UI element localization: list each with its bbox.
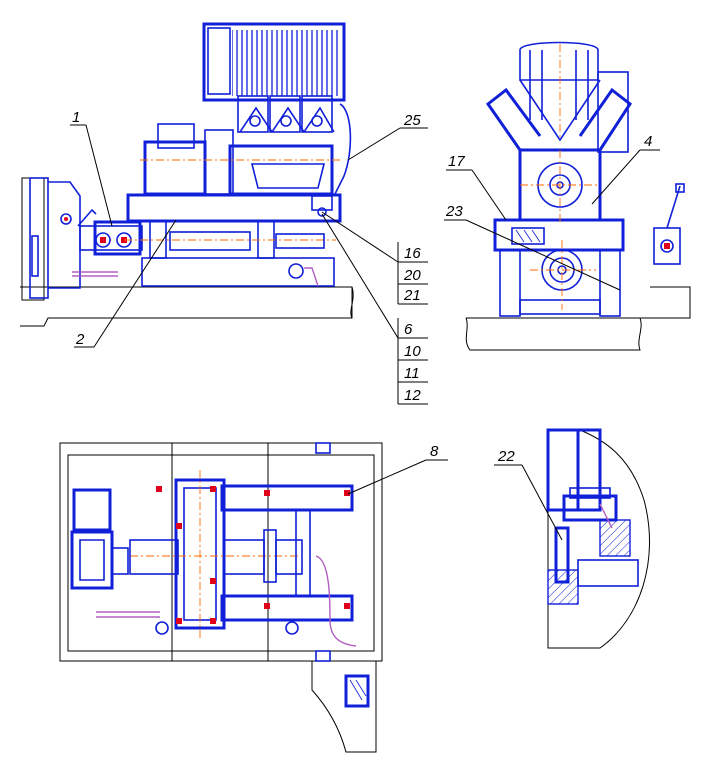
callout-21: 21 <box>403 287 421 304</box>
callout-12: 12 <box>404 387 421 404</box>
plan-view <box>59 442 383 753</box>
callout-2: 2 <box>75 331 85 348</box>
callout-4: 4 <box>644 133 652 150</box>
leader-lines <box>70 124 660 541</box>
callout-6: 6 <box>404 321 413 338</box>
end-elevation-view <box>465 41 691 351</box>
callout-16: 16 <box>404 245 421 262</box>
callout-labels: 1 2 25 16 20 21 6 10 11 12 17 4 23 8 22 <box>72 109 652 465</box>
callout-11: 11 <box>404 365 420 382</box>
callout-10: 10 <box>404 343 421 360</box>
callout-22: 22 <box>497 448 515 465</box>
callout-17: 17 <box>448 153 465 170</box>
callout-23: 23 <box>445 203 463 220</box>
callout-20: 20 <box>403 267 421 284</box>
callout-1: 1 <box>72 109 80 126</box>
side-elevation-view <box>20 22 354 327</box>
detail-view <box>546 428 650 649</box>
callout-25: 25 <box>403 112 421 129</box>
callout-8: 8 <box>430 443 439 460</box>
